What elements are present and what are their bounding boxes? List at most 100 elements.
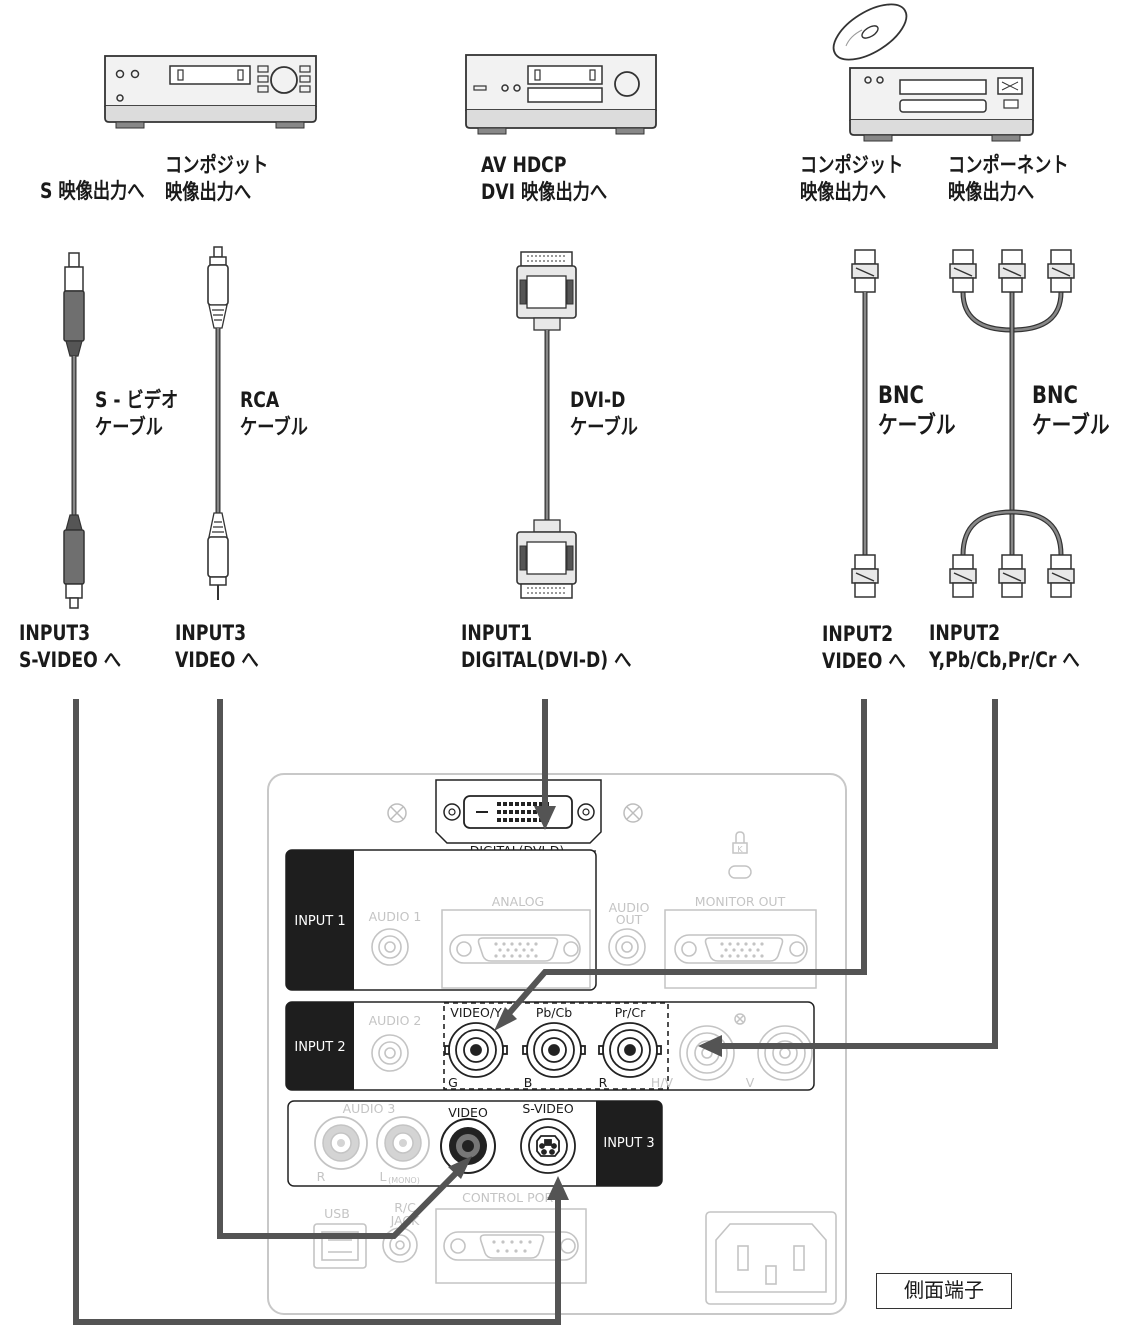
player-composite-line1: コンポジット [800,153,904,177]
mono-label: (MONO) [388,1176,420,1185]
rc-label-1: R/C [394,1200,416,1215]
audio-out-label-2: OUT [616,912,643,927]
disc-icon [832,3,908,61]
input1-digital-destination-label: INPUT1 DIGITAL(DVI-D) へ [461,620,631,674]
video-label: VIDEO [448,1105,488,1120]
audio-out-jack[interactable] [608,928,646,966]
control-port-label: CONTROL PORT [462,1190,560,1205]
ac-power-inlet[interactable] [705,1211,837,1305]
vcr-s-video-output-label: S 映像出力へ [40,178,144,205]
dvi-d-cable-label: DVI-D ケーブル [570,387,638,441]
arrow-svideo [73,699,561,1325]
input3-svideo-line1: INPUT3 [19,621,91,645]
input1-label: INPUT 1 [294,914,345,929]
bnc-pr-cr-jack[interactable] [598,1022,662,1078]
input3-svideo-destination-label: INPUT3 S-VIDEO へ [19,620,121,674]
audio3-l-label: L [380,1169,387,1184]
audio2-jack[interactable] [371,1034,409,1072]
bnc-v-jack[interactable] [757,1025,813,1081]
s-video-jack[interactable] [520,1118,576,1174]
bnc-component-cable-line1: BNC [1032,381,1078,409]
bnc-component-cable [949,249,1075,598]
vcr-icon [104,55,317,129]
vcr-composite-line2: 映像出力へ [165,180,252,204]
arrow-input2-video [502,699,867,1020]
input2-video-destination-label: INPUT2 VIDEO へ [822,621,906,675]
usb-label: USB [324,1206,350,1221]
arrow-heads [448,806,722,1200]
video-rca-jack[interactable] [440,1118,496,1174]
dvi-d-cable-line1: DVI-D [570,388,626,412]
input2-label: INPUT 2 [294,1040,345,1055]
s-video-cable [63,252,85,609]
input3-label: INPUT 3 [603,1136,654,1151]
rca-cable-label: RCA ケーブル [240,387,308,441]
input3-video-line2: VIDEO へ [175,648,259,672]
b-label: B [524,1075,533,1090]
bnc-video-cable-label: BNC ケーブル [878,380,956,440]
rca-cable [207,246,229,600]
input3-video-line1: INPUT3 [175,621,247,645]
audio1-jack[interactable] [371,928,409,966]
vcr-composite-output-label: コンポジット 映像出力へ [165,152,268,206]
dvd-player-icon [849,67,1034,142]
dvd-dvi-output-label: AV HDCP DVI 映像出力へ [481,152,607,206]
bnc-video-y-jack[interactable] [444,1022,508,1078]
audio3-label: AUDIO 3 [343,1101,396,1116]
usb-port[interactable] [313,1223,367,1269]
analog-label: ANALOG [492,894,545,909]
arrow-input2-component [720,699,998,1049]
dvi-d-cable [516,251,577,599]
v-label: V [746,1075,755,1090]
s-video-cable-label: S - ビデオ ケーブル [95,387,178,441]
dvd-dvi-line1: AV HDCP [481,153,567,177]
bnc-video-cable [851,249,879,598]
dvd-dvi-line2: DVI 映像出力へ [481,180,608,204]
av-receiver-icon [465,54,657,135]
input2-component-line2: Y,Pb/Cb,Pr/Cr へ [929,648,1080,672]
pb-cb-label: Pb/Cb [536,1005,572,1020]
input2-component-line1: INPUT2 [929,621,1001,645]
player-composite-output-label: コンポジット 映像出力へ [800,152,903,206]
audio-out-label-1: AUDIO [609,900,650,915]
r-label: R [599,1075,608,1090]
audio2-label: AUDIO 2 [369,1013,422,1028]
connection-arrows [73,699,998,1325]
audio3-l-jack[interactable] [376,1116,430,1170]
hv-label: H/V [651,1075,674,1090]
side-terminal-panel: DIGITAL(DVI-D) K INPUT 1 AUDIO 1 ANALOG [267,773,847,1315]
player-component-line2: 映像出力へ [948,180,1035,204]
video-y-label: VIDEO/Y [450,1005,502,1020]
pr-cr-label: Pr/Cr [615,1005,646,1020]
bnc-pb-cb-jack[interactable] [522,1022,586,1078]
g-label: G [448,1075,458,1090]
bnc-video-cable-line1: BNC [878,381,924,409]
kensington-lock-icon: K [728,831,752,879]
player-composite-line2: 映像出力へ [800,180,887,204]
input2-video-line2: VIDEO へ [822,649,906,673]
s-video-cable-line2: ケーブル [95,415,163,439]
input2-video-line1: INPUT2 [822,622,894,646]
control-port[interactable] [443,1231,579,1261]
side-terminal-label: 側面端子 [876,1273,1012,1309]
rca-cable-line2: ケーブル [240,415,308,439]
vcr-s-video-output-text: S 映像出力へ [40,179,145,203]
s-video-cable-line1: S - ビデオ [95,388,179,412]
arrow-video [217,699,465,1239]
rca-cable-line1: RCA [240,388,280,412]
bnc-video-cable-line2: ケーブル [878,411,956,439]
input1-digital-line1: INPUT1 [461,621,533,645]
input1-digital-line2: DIGITAL(DVI-D) へ [461,648,632,672]
dvi-d-port[interactable] [435,779,602,844]
bnc-hv-jack[interactable] [679,1025,735,1081]
vcr-composite-line1: コンポジット [165,153,269,177]
player-component-output-label: コンポーネント 映像出力へ [948,152,1069,206]
input3-svideo-line2: S-VIDEO へ [19,648,121,672]
dvi-d-cable-line2: ケーブル [570,415,638,439]
audio3-r-jack[interactable] [314,1116,368,1170]
bnc-component-cable-label: BNC ケーブル [1032,380,1110,440]
audio3-r-label: R [317,1169,326,1184]
player-component-line1: コンポーネント [948,153,1069,177]
s-video-label: S-VIDEO [522,1101,573,1116]
